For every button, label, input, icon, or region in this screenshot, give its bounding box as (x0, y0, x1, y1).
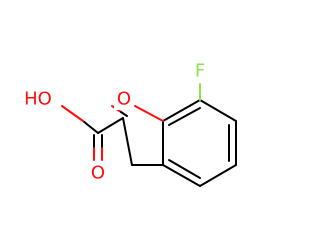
bond-c4-c3a (162, 164, 201, 187)
bond-ccooh-oh-red (61, 105, 84, 122)
bond-c2-c3 (122, 117, 133, 166)
ring-oxygen-label: O (117, 89, 131, 110)
carbonyl-oxygen-label-bg (88, 162, 108, 184)
carboxylic-acid-group (61, 105, 124, 161)
carbonyl-oxygen-label: O (91, 163, 105, 184)
bond-c2-ccooh (97, 117, 124, 134)
ring-oxygen-label-bg (114, 88, 134, 110)
fluorine-label: F (195, 61, 205, 82)
hydroxyl-label-bg (16, 88, 60, 110)
hydroxyl-label: HO (24, 89, 52, 110)
fluorine-label-bg (191, 60, 209, 82)
bond-c5-c4 (199, 164, 237, 187)
bond-c7a-o (134, 105, 164, 122)
bond-c7-c6 (199, 99, 237, 122)
bond-ccooh-oh (82, 120, 99, 134)
bond-c7a-c7-inner (168, 107, 201, 126)
molecule-structure: F O HO O (16, 60, 237, 187)
bond-c4-c3a-inner (168, 159, 201, 179)
furan-ring (111, 105, 164, 166)
bond-c7a-c7 (162, 99, 201, 122)
bond-o-c2-black (120, 111, 128, 117)
benzene-ring (162, 99, 237, 187)
